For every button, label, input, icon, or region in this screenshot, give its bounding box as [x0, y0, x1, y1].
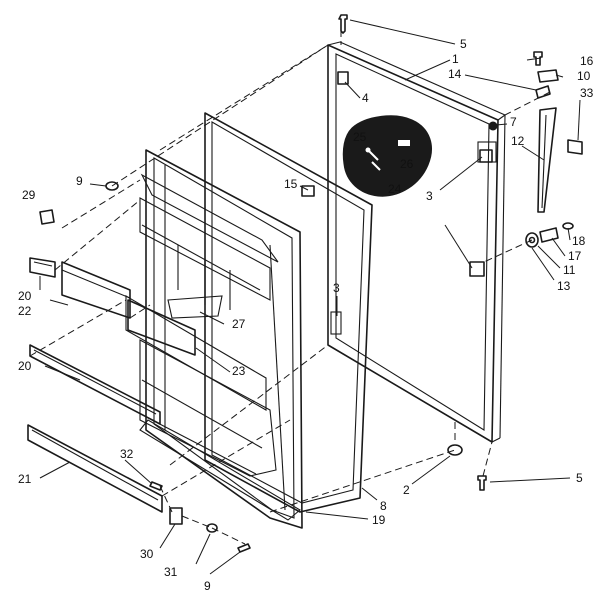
callout-label: 23: [232, 364, 246, 378]
shelf-front-23: [127, 299, 196, 356]
outer-door-panel: [327, 41, 506, 443]
leader-lines: [39, 19, 581, 575]
callout-label: 26: [400, 157, 414, 171]
callout-label: 32: [120, 447, 134, 461]
callout-label: 2: [403, 483, 410, 497]
callout-label: 4: [362, 91, 369, 105]
callout-label: 18: [572, 234, 586, 248]
callout-label: 10: [577, 69, 591, 83]
callout-label: 21: [18, 472, 32, 486]
callout-label: 5: [576, 471, 583, 485]
callout-label: 22: [18, 304, 32, 318]
callout-label: 15: [284, 177, 298, 191]
lower-rail-20: [29, 344, 161, 425]
callout-label: 9: [204, 579, 211, 593]
callout-label: 3: [426, 189, 433, 203]
callout-label: 13: [557, 279, 571, 293]
upper-shelf-rail-20: [29, 257, 56, 278]
callout-label: 20: [18, 359, 32, 373]
bottom-trim-21: [27, 424, 163, 513]
callout-label: 30: [140, 547, 154, 561]
callout-label: 19: [372, 513, 386, 527]
door-gasket: [204, 112, 373, 513]
cam-kit-callout: [342, 115, 432, 197]
callout-label: 20: [18, 289, 32, 303]
callout-label: 31: [164, 565, 178, 579]
shelf-front-22: [61, 261, 131, 319]
callout-label: 8: [380, 499, 387, 513]
callout-label: 7: [510, 115, 517, 129]
callout-label: 9: [76, 174, 83, 188]
inner-door-liner: [125, 149, 303, 529]
callout-label: 12: [511, 134, 525, 148]
callout-label: 5: [460, 37, 467, 51]
callout-label: 17: [568, 249, 582, 263]
small-hardware: [39, 14, 583, 553]
callout-label: 29: [22, 188, 36, 202]
callout-label: 25: [353, 130, 367, 144]
callout-label: 3: [333, 281, 340, 295]
callout-label: 11: [563, 263, 576, 277]
callout-label: 1: [452, 52, 459, 66]
callout-label: 24: [388, 182, 402, 196]
callout-label: 33: [580, 86, 594, 100]
callout-labels: 5 1 16 14 10 33 4 7 12 25 26 24 3 15 9 2…: [18, 37, 594, 593]
callout-label: 27: [232, 317, 246, 331]
callout-label: 16: [580, 54, 594, 68]
callout-label: 14: [448, 67, 462, 81]
alignment-lines: [29, 30, 551, 545]
